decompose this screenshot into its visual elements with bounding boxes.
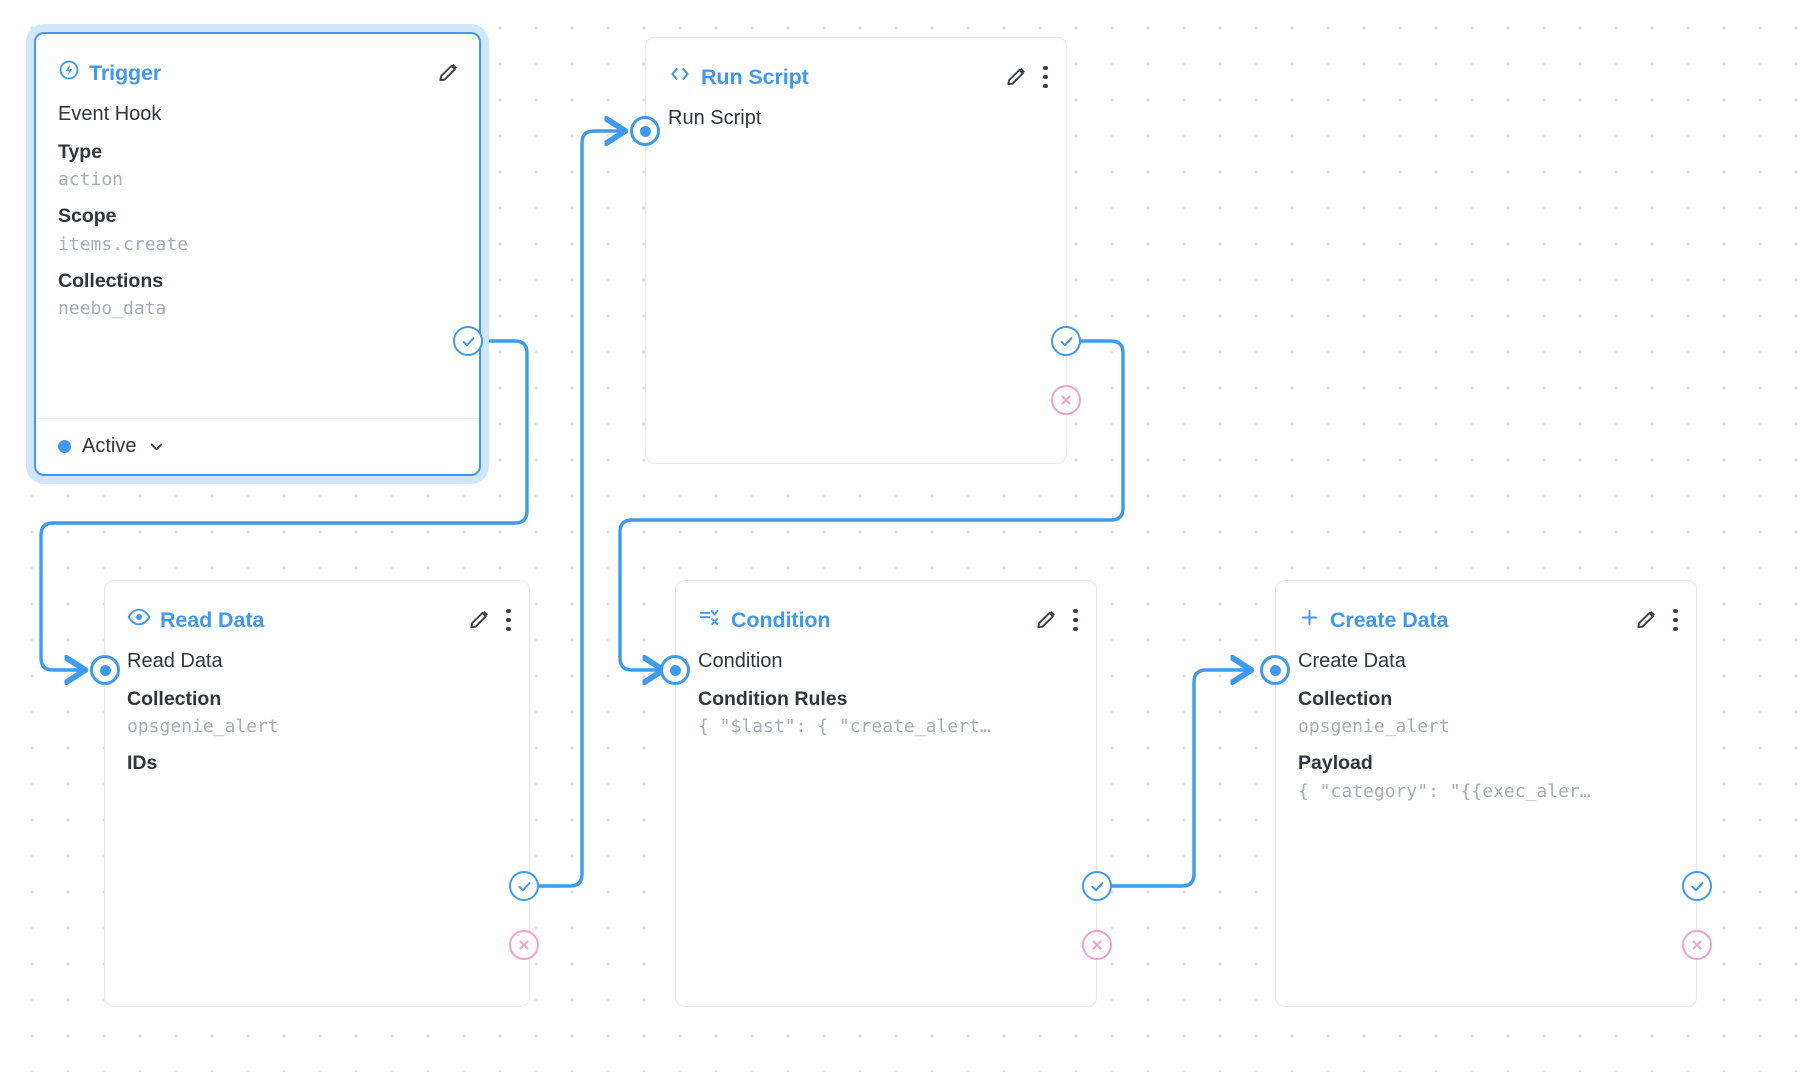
plus-icon — [1298, 606, 1321, 635]
node-condition[interactable]: Condition Condition Condition Rules { "$… — [675, 580, 1097, 1007]
node-trigger-title: Trigger — [89, 60, 162, 85]
status-badge: Active — [82, 435, 137, 457]
node-create-data-header: Create Data — [1276, 581, 1696, 639]
field-collection: Collection opsgenie_alert — [127, 688, 279, 738]
node-trigger-header: Trigger — [36, 34, 479, 92]
field-ids: IDs — [127, 752, 158, 775]
node-run-script-actions — [1004, 65, 1048, 90]
condition-reject-handle[interactable] — [1082, 930, 1112, 960]
field-collection: Collection opsgenie_alert — [1298, 688, 1450, 738]
node-create-data-title: Create Data — [1330, 607, 1449, 632]
node-create-data[interactable]: Create Data Create Data Collection opsge… — [1275, 580, 1697, 1007]
node-run-script-row-name: Run Script — [668, 107, 762, 129]
status-dot — [58, 440, 71, 453]
bolt-circle-icon — [58, 59, 80, 87]
run-script-reject-handle[interactable] — [1051, 385, 1081, 415]
node-condition-body: Condition Condition Rules { "$last": { "… — [676, 639, 1096, 740]
read-data-success-handle[interactable] — [509, 871, 539, 901]
node-trigger-row-name: Event Hook — [58, 103, 162, 125]
edit-icon[interactable] — [1634, 608, 1659, 633]
node-read-data[interactable]: Read Data Read Data Collection opsgenie_… — [104, 580, 530, 1007]
node-condition-actions — [1034, 608, 1078, 633]
node-read-data-actions — [467, 608, 511, 633]
more-options-icon[interactable] — [506, 608, 511, 632]
run-script-input-handle[interactable] — [630, 116, 660, 146]
chevron-down-icon[interactable] — [147, 437, 166, 456]
node-read-data-body: Read Data Collection opsgenie_alert IDs — [105, 639, 529, 778]
condition-success-handle[interactable] — [1082, 871, 1112, 901]
more-options-icon[interactable] — [1043, 65, 1048, 89]
node-trigger-footer[interactable]: Active — [36, 418, 479, 474]
node-create-data-row-name: Create Data — [1298, 650, 1406, 672]
edge-read-data-to-run-script — [537, 131, 622, 888]
node-trigger-body: Event Hook Type action Scope items.creat… — [36, 92, 479, 322]
edit-icon[interactable] — [436, 61, 461, 86]
edit-icon[interactable] — [1004, 65, 1029, 90]
node-run-script-title: Run Script — [701, 64, 809, 89]
edit-icon[interactable] — [467, 608, 492, 633]
field-condition-rules: Condition Rules { "$last": { "create_ale… — [698, 688, 991, 738]
node-trigger[interactable]: Trigger Event Hook Type action Scope ite… — [34, 32, 481, 476]
node-run-script[interactable]: Run Script Run Script — [645, 37, 1067, 464]
field-collections: Collections neebo_data — [58, 269, 167, 319]
node-read-data-header: Read Data — [105, 581, 529, 639]
create-data-input-handle[interactable] — [1260, 655, 1290, 685]
read-data-reject-handle[interactable] — [509, 930, 539, 960]
edit-icon[interactable] — [1034, 608, 1059, 633]
node-run-script-body: Run Script — [646, 96, 1066, 133]
node-read-data-title-group: Read Data — [127, 606, 264, 634]
node-condition-row-name: Condition — [698, 650, 783, 672]
node-run-script-title-group: Run Script — [668, 63, 809, 91]
field-payload: Payload { "category": "{{exec_aler… — [1298, 752, 1591, 802]
node-read-data-row-name: Read Data — [127, 650, 223, 672]
run-script-success-handle[interactable] — [1051, 326, 1081, 356]
create-data-reject-handle[interactable] — [1682, 930, 1712, 960]
node-condition-title: Condition — [731, 607, 831, 632]
node-create-data-body: Create Data Collection opsgenie_alert Pa… — [1276, 639, 1696, 805]
more-options-icon[interactable] — [1073, 608, 1078, 632]
code-brackets-icon — [668, 63, 692, 91]
node-create-data-actions — [1634, 608, 1678, 633]
field-scope: Scope items.create — [58, 205, 189, 255]
node-create-data-title-group: Create Data — [1298, 606, 1449, 635]
more-options-icon[interactable] — [1673, 608, 1678, 632]
node-condition-header: Condition — [676, 581, 1096, 639]
field-type: Type action — [58, 141, 124, 191]
eye-icon — [127, 606, 151, 634]
node-trigger-actions — [436, 61, 461, 86]
node-condition-title-group: Condition — [698, 606, 831, 634]
condition-input-handle[interactable] — [660, 655, 690, 685]
node-read-data-title: Read Data — [160, 607, 265, 632]
node-run-script-header: Run Script — [646, 38, 1066, 96]
read-data-input-handle[interactable] — [90, 655, 120, 685]
filter-condition-icon — [698, 606, 722, 634]
create-data-success-handle[interactable] — [1682, 871, 1712, 901]
trigger-success-handle[interactable] — [453, 326, 483, 356]
node-trigger-title-group: Trigger — [58, 59, 161, 87]
edge-condition-to-create-data — [1110, 670, 1248, 888]
